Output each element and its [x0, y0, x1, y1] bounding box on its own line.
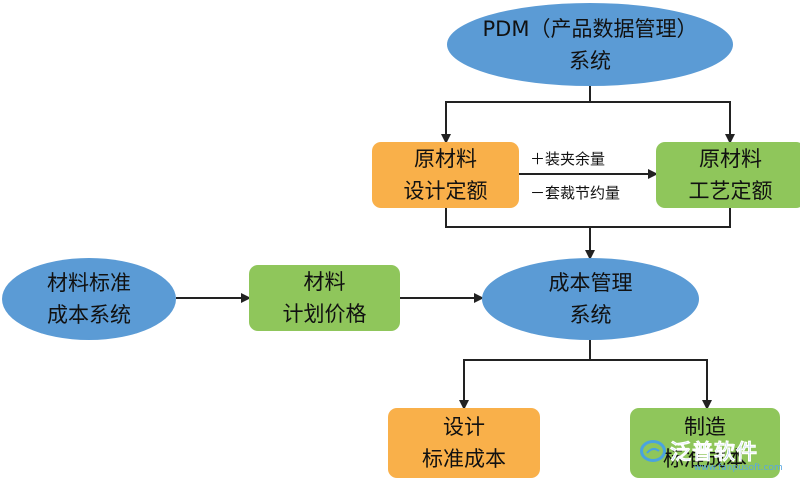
- edge-label-nesting-saving: －套裁节约量: [530, 182, 621, 203]
- node-pdm-system: PDM（产品数据管理） 系统: [447, 3, 733, 86]
- node-material-std-cost-system-line2: 成本系统: [47, 303, 131, 327]
- node-material-plan-price-line2: 计划价格: [282, 302, 367, 326]
- fanpu-logo-icon: [640, 440, 666, 462]
- connector-pdm-to-process-quota: [590, 101, 735, 144]
- node-raw-process-quota: 原材料 工艺定额: [656, 142, 800, 208]
- connector-cost-mgmt-to-mfg: [590, 359, 712, 410]
- node-raw-design-quota-line2: 设计定额: [403, 179, 488, 203]
- watermark-url: www.fanpusoft.com: [694, 463, 783, 473]
- node-pdm-system-line1: PDM（产品数据管理）: [482, 16, 698, 41]
- watermark-row: 泛普软件: [640, 436, 758, 466]
- node-design-std-cost-line2: 标准成本: [422, 447, 506, 471]
- node-raw-process-quota-line2: 工艺定额: [688, 179, 773, 203]
- node-pdm-system-line2: 系统: [569, 48, 611, 73]
- edge-label-clamping-allowance: ＋装夹余量: [530, 148, 606, 169]
- node-cost-mgmt-system: 成本管理 系统: [482, 258, 699, 340]
- node-design-std-cost: 设计 标准成本: [388, 408, 540, 478]
- node-raw-process-quota-line1: 原材料: [699, 147, 762, 171]
- connector-cost-mgmt-down: [459, 338, 591, 410]
- node-material-std-cost-system: 材料标准 成本系统: [2, 258, 176, 340]
- node-design-std-cost-line1: 设计: [443, 415, 485, 439]
- node-raw-design-quota: 原材料 设计定额: [372, 142, 519, 208]
- node-mfg-std-cost-line1: 制造: [684, 415, 726, 439]
- node-mfg-std-cost-line2: 标准成本: [663, 447, 747, 471]
- node-cost-mgmt-system-line2: 系统: [569, 303, 612, 327]
- node-material-plan-price: 材料 计划价格: [249, 265, 400, 331]
- node-cost-mgmt-system-line1: 成本管理: [548, 271, 633, 295]
- watermark-text: 泛普软件: [670, 440, 758, 465]
- connector-pdm-split: [441, 84, 591, 144]
- node-material-plan-price-line1: 材料: [303, 270, 346, 294]
- watermark: 泛普软件 www.fanpusoft.com: [640, 436, 783, 473]
- node-material-std-cost-system-line1: 材料标准: [47, 271, 131, 295]
- node-raw-design-quota-line1: 原材料: [414, 147, 477, 171]
- connector-design-quota-down: [445, 208, 731, 228]
- node-mfg-std-cost: 制造 标准成本: [630, 408, 780, 478]
